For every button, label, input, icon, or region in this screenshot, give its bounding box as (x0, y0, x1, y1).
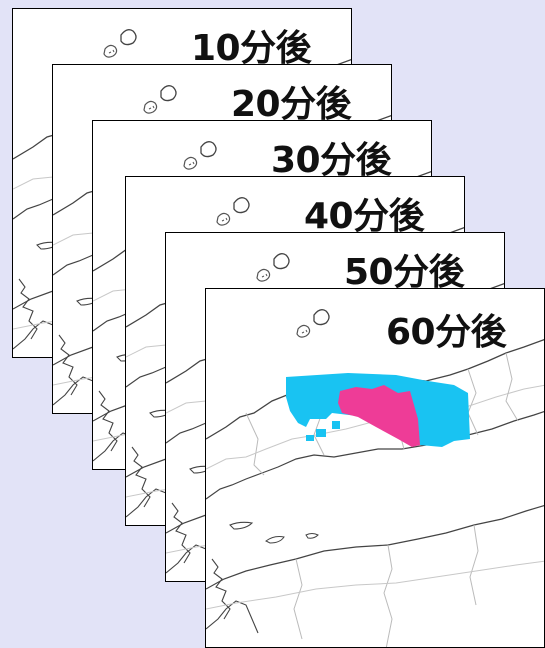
precip-heavy-area (338, 385, 420, 447)
precip-light-cell (316, 429, 326, 437)
frame-time-label: 50分後 (344, 252, 465, 293)
frame-time-label: 40分後 (304, 196, 425, 237)
precip-light-cell (332, 421, 340, 429)
precipitation-overlay (286, 373, 470, 447)
map-canvas (206, 309, 544, 647)
frame-time-label: 30分後 (271, 140, 392, 181)
forecast-frame-60min: 60分後 (205, 288, 545, 648)
frame-time-label: 20分後 (231, 84, 352, 125)
precip-light-cell (306, 435, 314, 441)
frame-time-label: 10分後 (191, 28, 312, 69)
frame-time-label: 60分後 (386, 312, 507, 353)
